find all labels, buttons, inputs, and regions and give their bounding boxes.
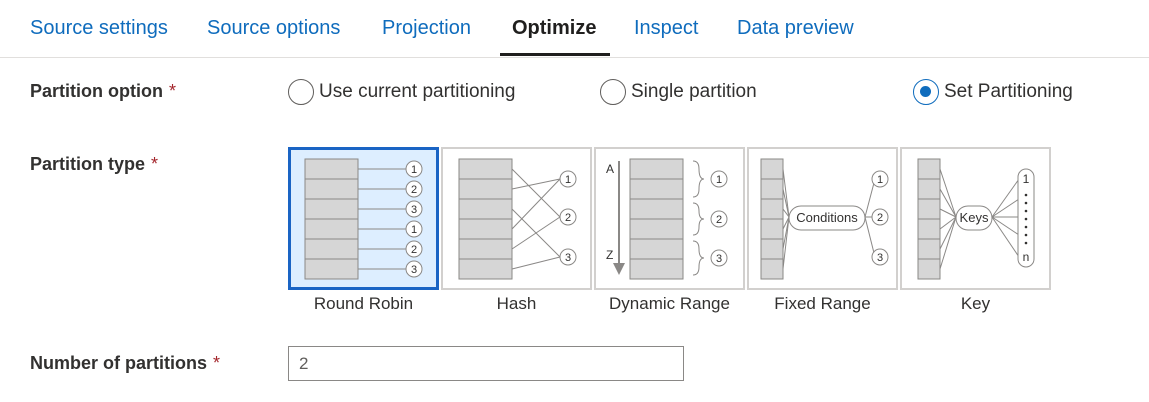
number-of-partitions-label: Number of partitions* bbox=[30, 353, 220, 374]
required-mark: * bbox=[168, 81, 176, 101]
radio-label: Single partition bbox=[631, 81, 757, 102]
partition-mark: n bbox=[1023, 250, 1030, 264]
ellipsis-icon bbox=[1024, 193, 1028, 245]
hash-diagram-icon: 1 2 3 bbox=[458, 158, 577, 280]
partition-mark: 3 bbox=[716, 253, 722, 265]
radio-label: Use current partitioning bbox=[319, 81, 516, 102]
partition-type-round-robin[interactable]: 1 2 3 1 2 3 bbox=[288, 147, 439, 290]
active-tab-indicator bbox=[500, 53, 610, 56]
partition-type-label-fixed-range: Fixed Range bbox=[774, 294, 871, 313]
partition-mark: 1 bbox=[877, 174, 883, 186]
tab-inspect[interactable]: Inspect bbox=[634, 17, 699, 39]
partition-mark: 2 bbox=[411, 184, 417, 196]
partition-mark: 1 bbox=[411, 164, 417, 176]
partition-mark: 1 bbox=[1023, 172, 1030, 186]
tab-bar: Source settings Source options Projectio… bbox=[0, 0, 1149, 58]
partition-option-text: Partition option bbox=[30, 81, 163, 101]
conditions-node-label: Conditions bbox=[796, 210, 858, 225]
partition-type-dynamic-range[interactable]: A Z 1 2 3 bbox=[594, 147, 745, 290]
radio-circle-checked[interactable] bbox=[913, 79, 939, 105]
partition-mark: 3 bbox=[565, 252, 571, 264]
radio-single-partition[interactable]: Single partition bbox=[600, 79, 757, 105]
arrow-down-icon bbox=[613, 263, 625, 275]
partition-mark: 2 bbox=[565, 212, 571, 224]
radio-label: Set Partitioning bbox=[944, 81, 1073, 102]
radio-circle[interactable] bbox=[600, 79, 626, 105]
key-diagram-icon: Keys 1 n bbox=[917, 158, 1035, 280]
partition-option-label: Partition option* bbox=[30, 81, 176, 102]
dynamic-range-diagram-icon: A Z 1 2 3 bbox=[606, 158, 728, 280]
partition-type-label-hash: Hash bbox=[496, 294, 537, 313]
tab-source-settings[interactable]: Source settings bbox=[30, 17, 168, 39]
number-of-partitions-text: Number of partitions bbox=[30, 353, 208, 373]
partition-type-hash[interactable]: 1 2 3 bbox=[441, 147, 592, 290]
partition-mark: 3 bbox=[411, 264, 417, 276]
partition-type-label-dynamic-range: Dynamic Range bbox=[609, 294, 730, 313]
tab-optimize[interactable]: Optimize bbox=[512, 17, 597, 39]
round-robin-diagram-icon: 1 2 3 1 2 3 bbox=[304, 158, 423, 280]
partition-mark: 2 bbox=[411, 244, 417, 256]
partition-mark: 2 bbox=[716, 214, 722, 226]
fixed-range-diagram-icon: Conditions 1 2 3 bbox=[760, 158, 889, 280]
partition-mark: 1 bbox=[411, 224, 417, 236]
range-start-label: A bbox=[606, 162, 614, 176]
partition-mark: 1 bbox=[716, 174, 722, 186]
partition-mark: 2 bbox=[877, 212, 883, 224]
partition-mark: 1 bbox=[565, 174, 571, 186]
radio-use-current-partitioning[interactable]: Use current partitioning bbox=[288, 79, 515, 105]
range-end-label: Z bbox=[606, 248, 613, 262]
number-of-partitions-input[interactable] bbox=[288, 346, 684, 381]
partition-type-text: Partition type bbox=[30, 154, 146, 174]
partition-mark: 3 bbox=[411, 204, 417, 216]
required-mark: * bbox=[213, 353, 221, 373]
partition-type-key[interactable]: Keys 1 n bbox=[900, 147, 1051, 290]
required-mark: * bbox=[151, 154, 159, 174]
tab-source-options[interactable]: Source options bbox=[207, 17, 341, 39]
partition-type-fixed-range[interactable]: Conditions 1 2 3 bbox=[747, 147, 898, 290]
tab-projection[interactable]: Projection bbox=[382, 17, 471, 39]
partition-type-label-round-robin: Round Robin bbox=[313, 294, 414, 313]
partition-type-label: Partition type* bbox=[30, 154, 158, 175]
radio-set-partitioning[interactable]: Set Partitioning bbox=[913, 79, 1073, 105]
keys-node-label: Keys bbox=[960, 210, 989, 225]
partition-type-label-key: Key bbox=[960, 294, 991, 313]
partition-mark: 3 bbox=[877, 252, 883, 264]
radio-circle[interactable] bbox=[288, 79, 314, 105]
tab-data-preview[interactable]: Data preview bbox=[737, 17, 854, 39]
